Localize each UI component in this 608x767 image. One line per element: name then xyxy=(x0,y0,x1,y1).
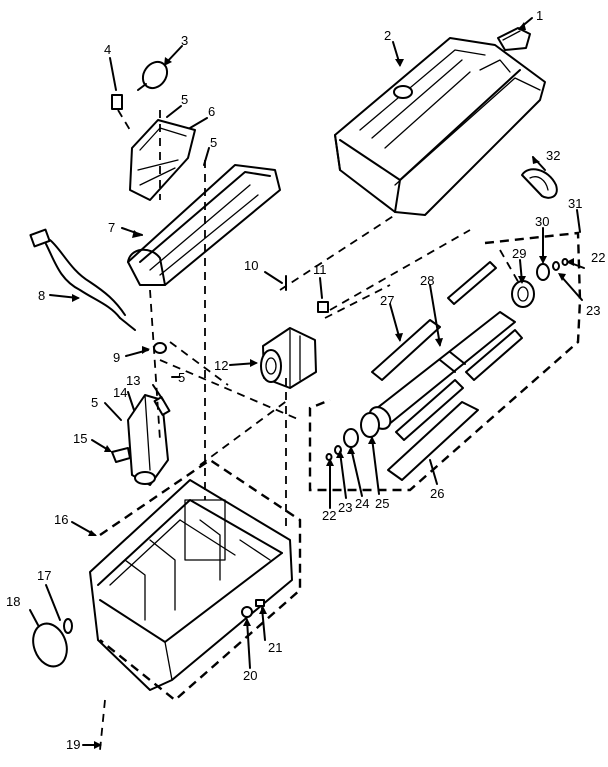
part-wheel xyxy=(32,618,73,668)
part-washer-right xyxy=(552,258,569,271)
callout-7: 7 xyxy=(108,220,115,235)
part-bumper xyxy=(127,164,281,286)
callout-21: 21 xyxy=(268,640,282,655)
callout-8: 8 xyxy=(38,288,45,303)
callout-11: 11 xyxy=(313,262,327,277)
part-brush-insert-upper xyxy=(447,261,497,305)
callout-9: 9 xyxy=(113,350,120,365)
callout-26: 26 xyxy=(430,486,444,501)
callout-5b: 5 xyxy=(210,135,217,150)
callout-22b: 22 xyxy=(322,508,336,523)
callout-27: 27 xyxy=(380,293,394,308)
callout-2: 2 xyxy=(384,28,391,43)
callout-23b: 23 xyxy=(338,500,352,515)
part-20-nut xyxy=(241,606,253,618)
callout-28: 28 xyxy=(420,273,434,288)
callout-23a: 23 xyxy=(586,303,600,318)
callout-17: 17 xyxy=(37,568,51,583)
callout-13: 13 xyxy=(126,373,140,388)
callout-10: 10 xyxy=(244,258,258,273)
callout-1: 1 xyxy=(536,8,543,23)
callout-22a: 22 xyxy=(591,250,605,265)
callout-32: 32 xyxy=(546,148,560,163)
part-21-screw xyxy=(255,599,265,607)
part-25-end-cap xyxy=(360,412,380,438)
arrowheads xyxy=(72,22,574,749)
callout-30: 30 xyxy=(535,214,549,229)
callout-24: 24 xyxy=(355,496,369,511)
callout-18: 18 xyxy=(6,594,20,609)
callout-5d: 5 xyxy=(91,395,98,410)
callout-29: 29 xyxy=(512,246,526,261)
callout-5a: 5 xyxy=(181,92,188,107)
callout-15: 15 xyxy=(73,431,87,446)
part-29-end-cap xyxy=(511,280,535,308)
part-9-grommet xyxy=(153,342,167,354)
part-brushroll xyxy=(368,311,516,430)
part-11-switch-knob xyxy=(317,301,329,313)
part-lens-housing xyxy=(129,119,196,201)
part-30-bearing xyxy=(536,263,550,281)
part-15-clip xyxy=(111,447,131,463)
callout-12: 12 xyxy=(214,358,228,373)
part-handle-release xyxy=(497,27,531,51)
callout-5c: 5 xyxy=(178,370,185,385)
part-light-bulb xyxy=(137,60,169,91)
callout-labels: 1 2 3 4 5 5 5 5 6 7 8 9 10 11 12 13 14 1… xyxy=(6,8,605,752)
callout-31: 31 xyxy=(568,196,582,211)
callout-3: 3 xyxy=(181,33,188,48)
callout-20: 20 xyxy=(243,668,257,683)
callout-19: 19 xyxy=(66,737,80,752)
part-brush-strip-27 xyxy=(371,319,441,381)
part-power-cord xyxy=(29,228,136,331)
part-brush-insert-lower xyxy=(395,379,464,441)
callout-16: 16 xyxy=(54,512,68,527)
part-bulb-socket xyxy=(111,94,123,110)
part-24-bearing xyxy=(343,428,359,448)
callout-14: 14 xyxy=(113,385,127,400)
base-assembly-boundary xyxy=(99,458,302,702)
part-motor xyxy=(260,327,317,389)
part-26-bottom-plate xyxy=(387,401,479,481)
part-base xyxy=(89,479,293,691)
part-hood-cover xyxy=(334,37,546,216)
callout-6: 6 xyxy=(208,104,215,119)
part-brush-strip xyxy=(465,329,523,381)
callout-4: 4 xyxy=(104,42,111,57)
part-belt xyxy=(521,168,558,199)
alignment-lines xyxy=(99,109,521,751)
callout-25: 25 xyxy=(375,496,389,511)
